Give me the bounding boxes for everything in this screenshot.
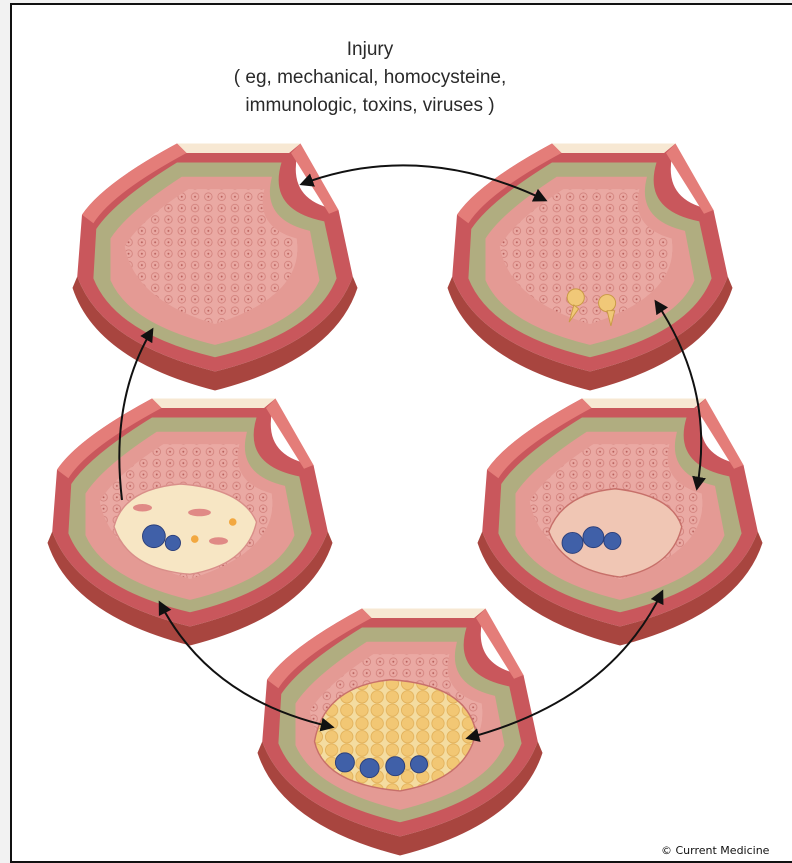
vessel-early-lesion <box>47 399 332 646</box>
vessel-monocyte-adhesion <box>448 143 733 390</box>
vessel-fibrous-plaque <box>478 399 763 646</box>
vessel-advanced-plaque <box>258 609 543 856</box>
copyright-credit: © Current Medicine <box>661 844 769 857</box>
